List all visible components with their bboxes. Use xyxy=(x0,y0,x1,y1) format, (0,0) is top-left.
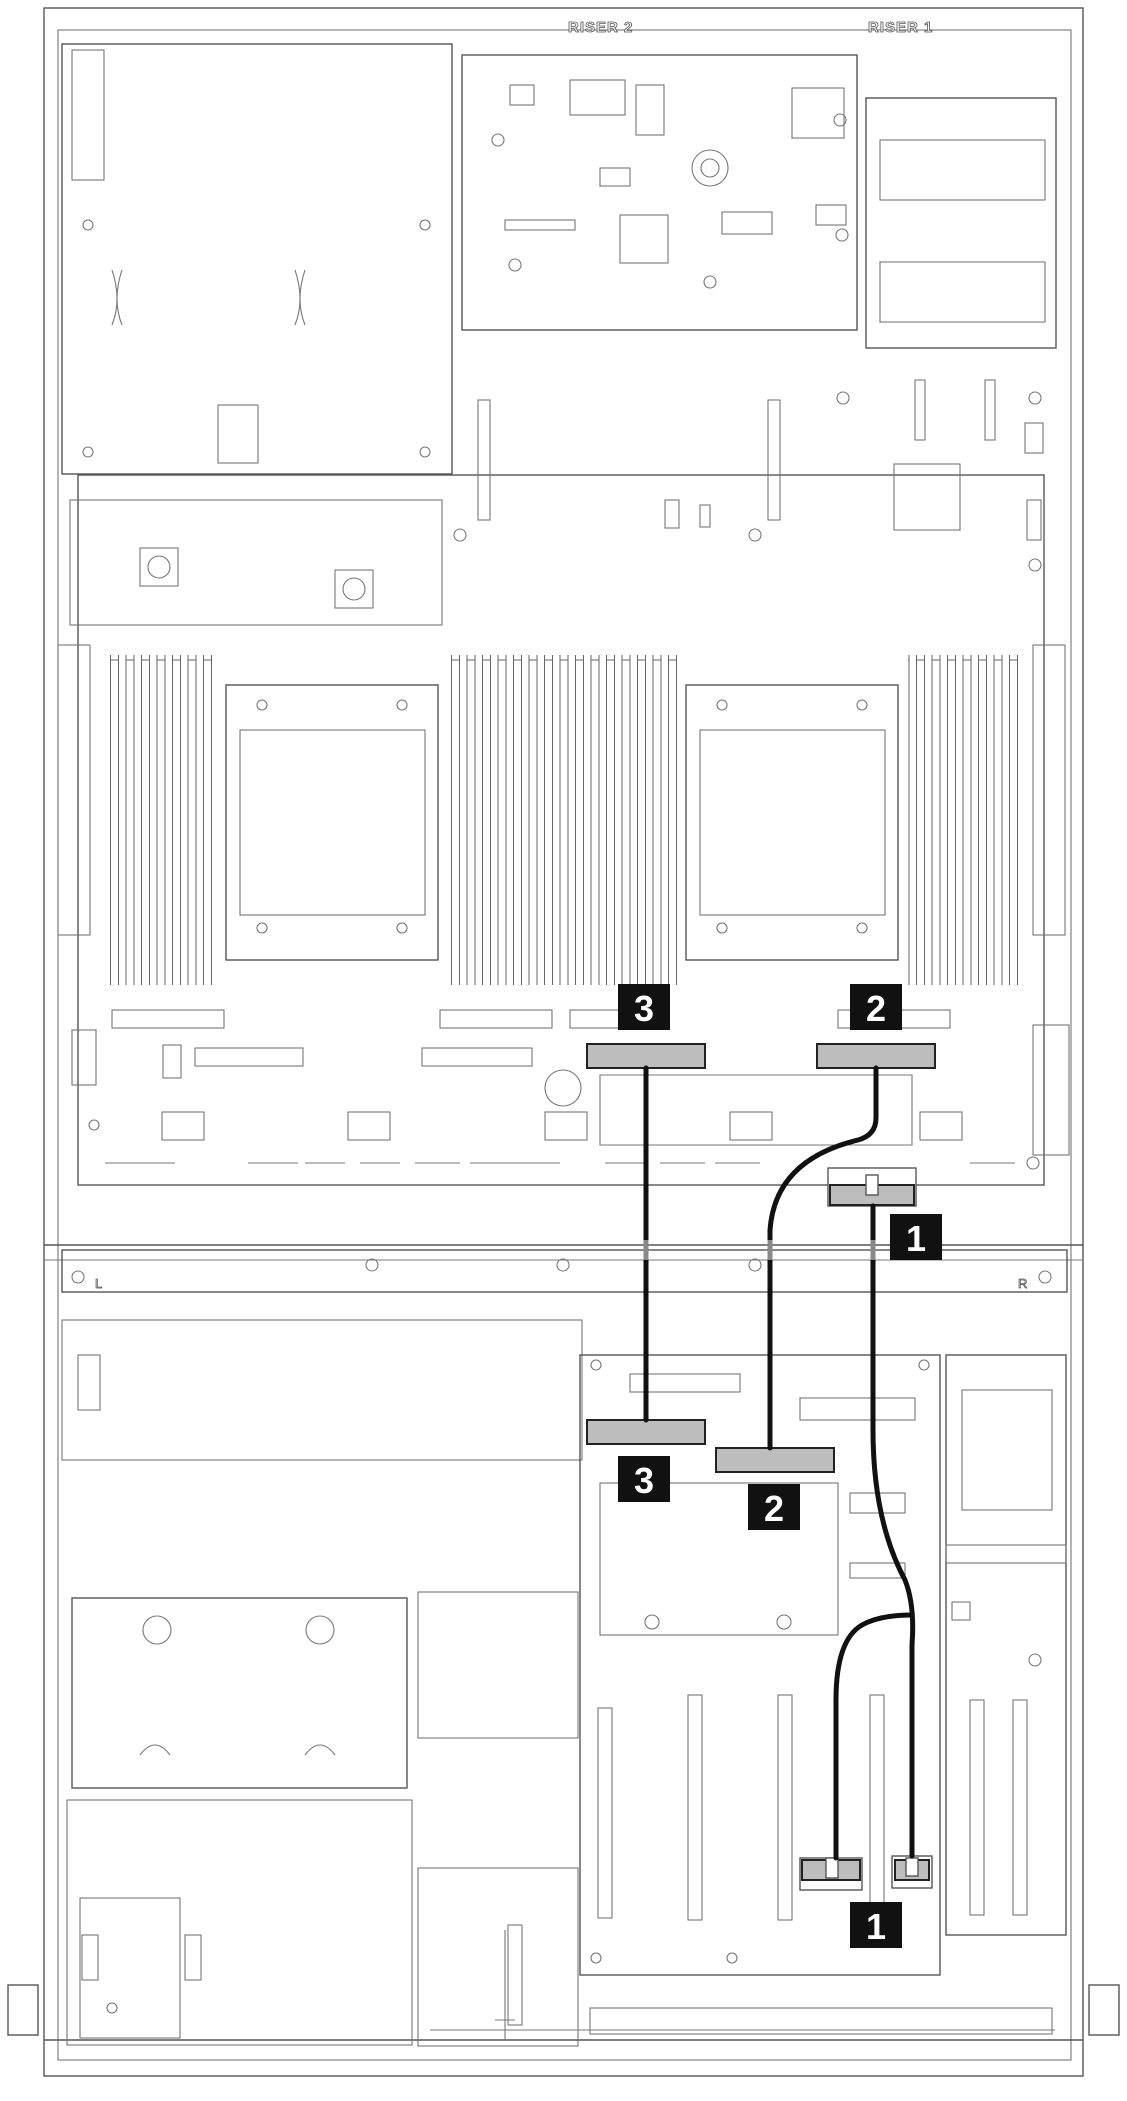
svg-text:3: 3 xyxy=(634,1460,654,1501)
callout-2-top: 2 xyxy=(850,984,902,1030)
svg-text:3: 3 xyxy=(634,988,654,1029)
cable-connectors xyxy=(586,1043,936,1891)
callout-1-top: 1 xyxy=(890,1214,942,1260)
cross-bar: L R xyxy=(61,1249,1068,1293)
dimm-slots xyxy=(104,655,1020,985)
connector-3-bottom xyxy=(586,1419,706,1445)
riser-1-cage: RISER 1 xyxy=(791,19,1057,349)
riser-card-assembly xyxy=(579,1354,1067,1976)
riser-2-cage: RISER 2 xyxy=(461,19,858,331)
system-board xyxy=(69,379,1045,1186)
connector-1-bottom-left xyxy=(799,1857,863,1891)
svg-text:1: 1 xyxy=(906,1218,926,1259)
cpu-2-socket xyxy=(685,684,899,961)
left-label: L xyxy=(95,1276,102,1291)
svg-text:2: 2 xyxy=(866,988,886,1029)
connector-1-bottom-right xyxy=(891,1855,933,1889)
svg-text:1: 1 xyxy=(866,1906,886,1947)
chassis-outline xyxy=(7,7,1120,2077)
power-supply-bay xyxy=(61,43,453,475)
connector-3-top xyxy=(586,1043,706,1069)
cable-2 xyxy=(767,1065,879,1451)
right-label: R xyxy=(1018,1276,1027,1291)
connector-2-top xyxy=(816,1043,936,1069)
cpu-1-socket xyxy=(225,684,439,961)
lower-left-area xyxy=(61,1319,583,2047)
callout-2-bottom: 2 xyxy=(748,1484,800,1530)
connector-1-top xyxy=(827,1167,917,1207)
board-connectors-row xyxy=(88,1009,1040,1170)
front-io-row xyxy=(430,1930,1055,2040)
callout-3-bottom: 3 xyxy=(618,1456,670,1502)
connector-2-bottom xyxy=(715,1447,835,1473)
cable-1 xyxy=(833,1203,916,1861)
riser-1-label: RISER 1 xyxy=(868,19,933,36)
svg-text:2: 2 xyxy=(764,1488,784,1529)
callout-3-top: 3 xyxy=(618,984,670,1030)
side-rails xyxy=(57,644,1070,1156)
callout-1-bottom: 1 xyxy=(850,1902,902,1948)
riser-2-label: RISER 2 xyxy=(568,19,633,36)
